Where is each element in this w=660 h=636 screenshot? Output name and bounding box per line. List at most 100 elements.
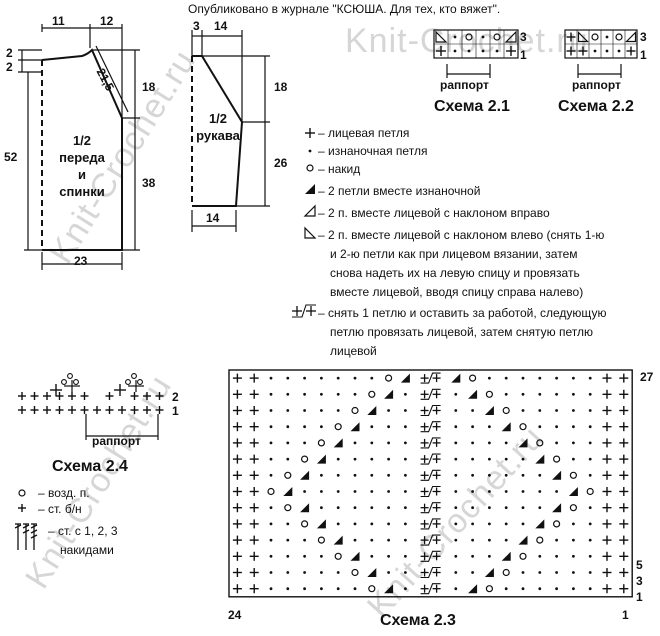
knit-icon [619, 568, 629, 577]
knit-icon [602, 568, 612, 577]
purl-icon [593, 49, 597, 53]
p2tog-icon [316, 454, 326, 464]
purl-icon [320, 490, 323, 493]
knit-icon [249, 551, 259, 561]
knit-icon [619, 422, 629, 432]
knit-icon [602, 503, 612, 513]
picot-group [50, 373, 80, 396]
k2tog-left-icon [435, 30, 448, 43]
knit-icon [249, 519, 259, 529]
purl-icon [336, 392, 340, 396]
purl-icon [404, 392, 407, 396]
knit-icon [232, 503, 242, 513]
knit-icon [602, 519, 612, 529]
purl-icon [467, 49, 471, 53]
purl-icon [269, 571, 273, 574]
legend-cross-3: лицевой [330, 344, 377, 358]
watermark-top: Knit-Crochet.ru [345, 22, 589, 60]
knit-icon [619, 406, 629, 415]
purl-icon [454, 554, 458, 558]
purl-icon [336, 506, 340, 510]
purl-icon [521, 457, 525, 461]
purl-icon [454, 538, 458, 542]
knit-icon [249, 487, 259, 496]
k2tog-right-icon [303, 204, 316, 217]
knit-icon [619, 503, 629, 513]
p2tog-icon [350, 551, 360, 561]
p2tog-icon [568, 487, 578, 496]
purl-icon [269, 392, 273, 396]
purl-icon [588, 554, 592, 558]
purl-icon [471, 457, 474, 461]
p2tog-icon [451, 373, 461, 383]
yo-icon [485, 585, 493, 593]
purl-icon [555, 392, 558, 396]
purl-icon [454, 506, 458, 510]
fb-dim-lower: 38 [142, 176, 156, 190]
purl-icon [336, 409, 340, 412]
purl-icon [504, 457, 508, 461]
knit-icon [232, 406, 242, 415]
s24-repeat-label: раппорт [92, 434, 141, 448]
purl-icon [308, 149, 312, 153]
purl-icon [404, 473, 407, 477]
schema-23-grid [228, 369, 633, 598]
cross-icon [420, 437, 441, 449]
fb-label-line4: спинки [59, 184, 105, 199]
purl-icon [320, 571, 323, 574]
cross-icon [420, 388, 441, 400]
purl-icon [336, 457, 340, 461]
purl-icon [404, 587, 407, 591]
p2tog-icon [333, 438, 343, 448]
purl-icon [453, 49, 457, 53]
purl-icon [605, 49, 609, 53]
knit-icon [130, 392, 139, 400]
knit-icon [249, 454, 259, 464]
yo-icon [334, 423, 342, 431]
purl-icon [555, 441, 558, 445]
purl-icon [320, 473, 323, 477]
yo-icon [317, 536, 326, 544]
purl-icon [387, 425, 390, 429]
purl-icon [320, 587, 323, 591]
schema-21-grid [433, 29, 519, 59]
yo-icon [368, 585, 376, 593]
purl-icon [605, 35, 609, 39]
knit-icon [619, 438, 629, 448]
purl-icon [521, 571, 525, 574]
s24-legend-dc: – ст. с 1, 2, 3 [48, 524, 118, 538]
purl-icon [538, 571, 542, 574]
p2tog-icon [552, 503, 562, 513]
purl-icon [320, 554, 323, 558]
purl-icon [617, 49, 621, 53]
purl-icon [404, 457, 407, 461]
knit-icon [602, 584, 612, 594]
s24-repeat-bracket [85, 414, 159, 440]
purl-icon [572, 457, 575, 461]
s23-row1: 1 [636, 590, 643, 604]
purl-icon [555, 376, 558, 380]
legend-k2tog-left-3: снова надеть их на левую спицу и провяза… [330, 266, 580, 280]
purl-icon [303, 425, 306, 429]
s24-legend-dc2: накидами [60, 543, 114, 557]
legend-knit: – лицевая петля [318, 126, 410, 140]
p2tog-icon [468, 584, 478, 594]
purl-icon [353, 538, 357, 542]
s22-repeat-label: раппорт [572, 78, 621, 92]
purl-icon [320, 376, 323, 380]
knit-icon [232, 568, 242, 577]
knit-icon [30, 406, 39, 414]
purl-icon [588, 376, 592, 380]
purl-icon [521, 376, 525, 380]
knit-icon [602, 487, 612, 496]
s23-col-right: 1 [622, 608, 629, 622]
purl-icon [454, 441, 458, 445]
purl-icon [454, 473, 458, 477]
knit-icon [249, 470, 259, 480]
purl-icon [353, 457, 357, 461]
legend-p2tog: – 2 петли вместе изнаночной [318, 184, 481, 198]
fb-label-line1: 1/2 [72, 133, 92, 148]
sl-dim-lower: 26 [274, 156, 288, 170]
knit-icon [130, 406, 139, 414]
